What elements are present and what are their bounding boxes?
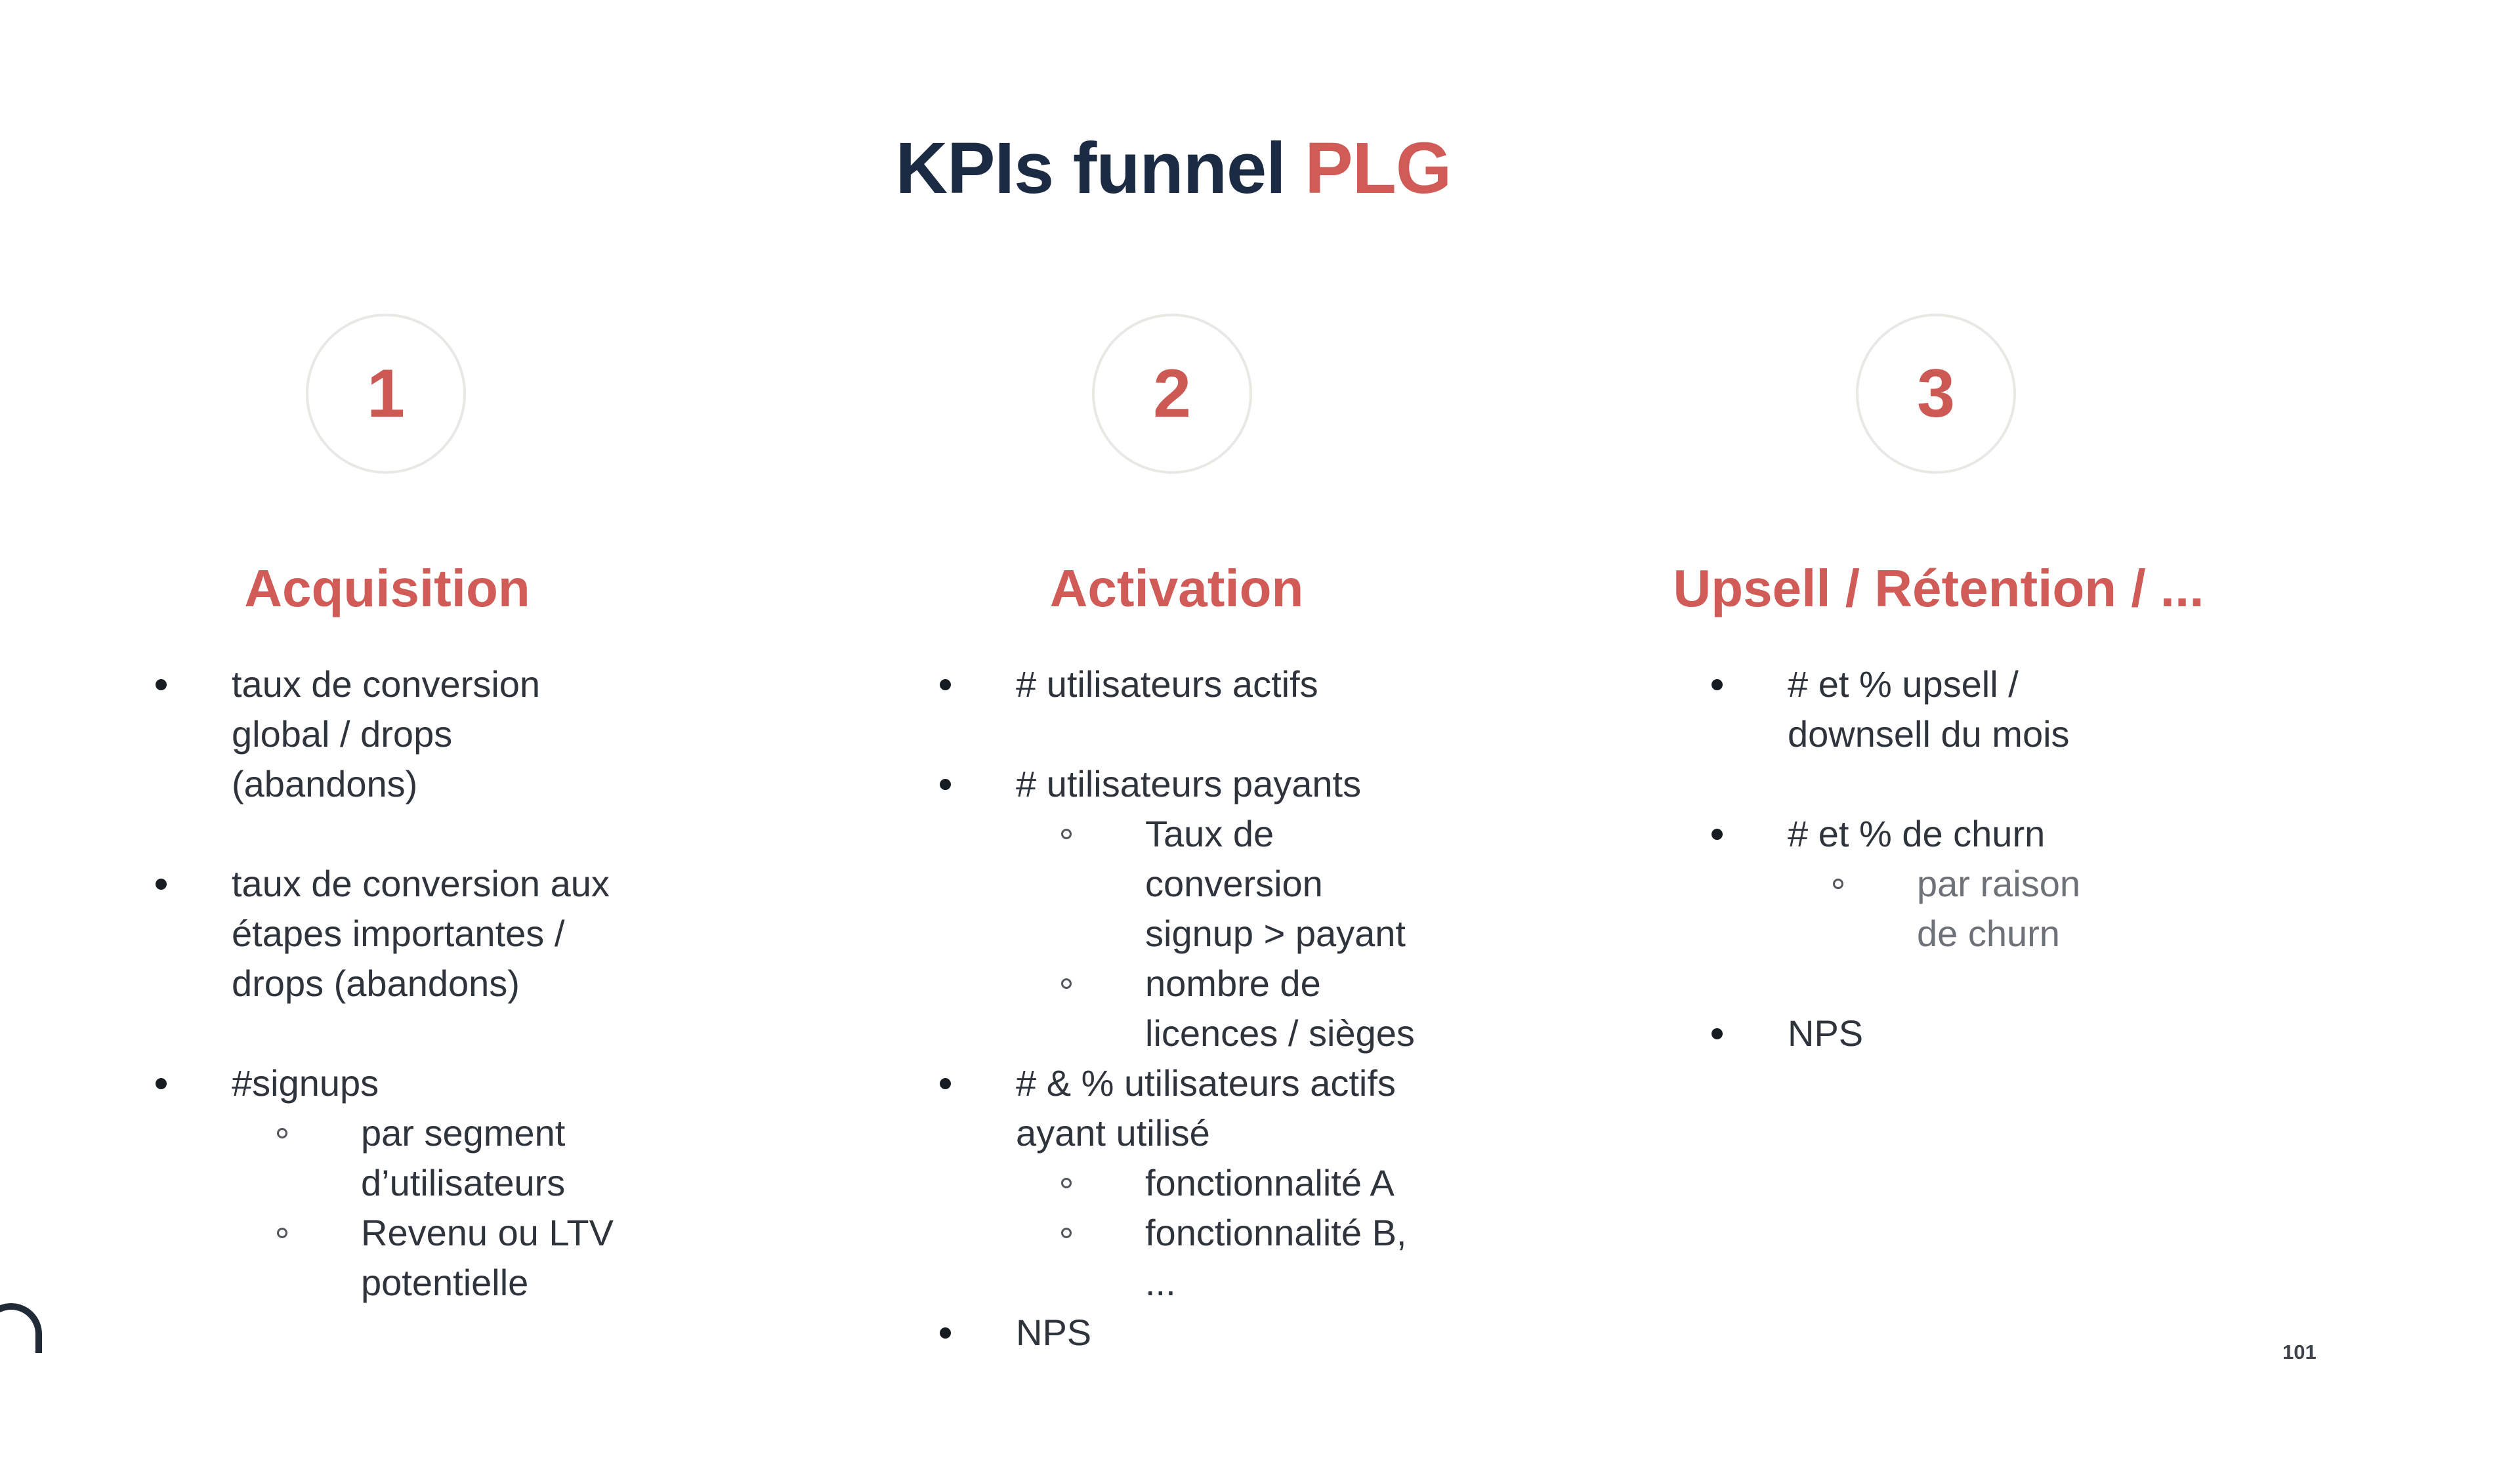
list-item-text: Taux de conversion signup > payant: [1145, 813, 1406, 954]
page-title-accent: PLG: [1305, 128, 1452, 209]
list-subitem: par raison de churn: [1833, 859, 2315, 959]
step-circle-3: 3: [1856, 314, 2016, 474]
bullet-dot-icon: [940, 1077, 951, 1089]
page-title-main: KPIs funnel: [895, 128, 1305, 209]
list-item: # utilisateurs actifs: [940, 659, 1544, 709]
step-circle-2: 2: [1092, 314, 1252, 474]
bullet-dot-icon: [940, 778, 951, 790]
bullet-dot-icon: [1712, 1028, 1723, 1039]
column-list-upsell-retention: # et % upsell / downsell du mois # et % …: [1712, 659, 2315, 1058]
bullet-ring-icon: [1061, 1178, 1072, 1188]
list-item-text: # utilisateurs payants: [1016, 763, 1362, 804]
list-item-text: # et % upsell / downsell du mois: [1788, 663, 2070, 755]
list-item-text: fonctionnalité B,: [1145, 1212, 1407, 1253]
list-item-text: #signups: [232, 1062, 379, 1104]
list-item-text: par raison de churn: [1917, 863, 2081, 954]
list-subitem: nombre de licences / sièges: [1061, 959, 1544, 1058]
bullet-dot-icon: [156, 878, 167, 890]
column-heading-activation: Activation: [1049, 559, 1304, 617]
list-item: #signups: [156, 1058, 759, 1108]
list-subitem: par segment d’utilisateurs: [277, 1108, 759, 1208]
list-item-text: par segment d’utilisateurs: [361, 1112, 566, 1203]
list-item: taux de conversion global / drops (aband…: [156, 659, 759, 809]
step-circle-1: 1: [306, 314, 466, 474]
brand-logo-partial: [0, 1303, 42, 1353]
list-item-text: # & % utilisateurs actifs ayant utilisé: [1016, 1062, 1396, 1154]
bullet-dot-icon: [156, 1077, 167, 1089]
list-item-text: ...: [1145, 1262, 1176, 1303]
list-item-text: Revenu ou LTV potentielle: [361, 1212, 614, 1303]
bullet-ring-icon: [1061, 978, 1072, 989]
list-item: taux de conversion aux étapes importante…: [156, 859, 759, 1009]
list-item-text: NPS: [1788, 1012, 1864, 1054]
list-item-text: nombre de licences / sièges: [1145, 963, 1415, 1054]
bullet-dot-icon: [940, 678, 951, 690]
list-subitem: Revenu ou LTV potentielle: [277, 1208, 759, 1308]
bullet-ring-icon: [1833, 879, 1843, 889]
list-item: NPS: [940, 1308, 1544, 1358]
page-title: KPIs funnel PLG: [0, 133, 2347, 205]
bullet-ring-icon: [277, 1128, 287, 1138]
list-item: # utilisateurs payants: [940, 759, 1544, 809]
column-list-acquisition: taux de conversion global / drops (aband…: [156, 659, 759, 1308]
column-heading-acquisition: Acquisition: [244, 559, 530, 617]
list-item: # & % utilisateurs actifs ayant utilisé: [940, 1058, 1544, 1158]
bullet-ring-icon: [277, 1228, 287, 1238]
list-item-text: NPS: [1016, 1312, 1092, 1353]
bullet-ring-icon: [1061, 1228, 1072, 1238]
page-number: 101: [2282, 1341, 2317, 1364]
list-subitem-continuation: ...: [1061, 1258, 1544, 1308]
list-item: # et % upsell / downsell du mois: [1712, 659, 2315, 759]
bullet-dot-icon: [156, 678, 167, 690]
step-number-2: 2: [1153, 356, 1191, 432]
bullet-dot-icon: [1712, 828, 1723, 840]
list-item-text: taux de conversion aux étapes importante…: [232, 863, 610, 1004]
list-item-text: # et % de churn: [1788, 813, 2046, 854]
list-subitem: fonctionnalité B,: [1061, 1208, 1544, 1258]
column-heading-upsell-retention: Upsell / Rétention / ...: [1673, 559, 2204, 617]
step-number-1: 1: [367, 356, 405, 432]
list-item: # et % de churn: [1712, 809, 2315, 859]
bullet-dot-icon: [1712, 678, 1723, 690]
list-item-text: # utilisateurs actifs: [1016, 663, 1318, 705]
bullet-dot-icon: [940, 1327, 951, 1339]
step-number-3: 3: [1917, 356, 1955, 432]
list-subitem: Taux de conversion signup > payant: [1061, 809, 1544, 959]
list-item-text: fonctionnalité A: [1145, 1162, 1395, 1203]
list-subitem: fonctionnalité A: [1061, 1158, 1544, 1208]
list-item: NPS: [1712, 1009, 2315, 1058]
list-item-text: taux de conversion global / drops (aband…: [232, 663, 541, 804]
column-list-activation: # utilisateurs actifs # utilisateurs pay…: [940, 659, 1544, 1358]
bullet-ring-icon: [1061, 829, 1072, 839]
